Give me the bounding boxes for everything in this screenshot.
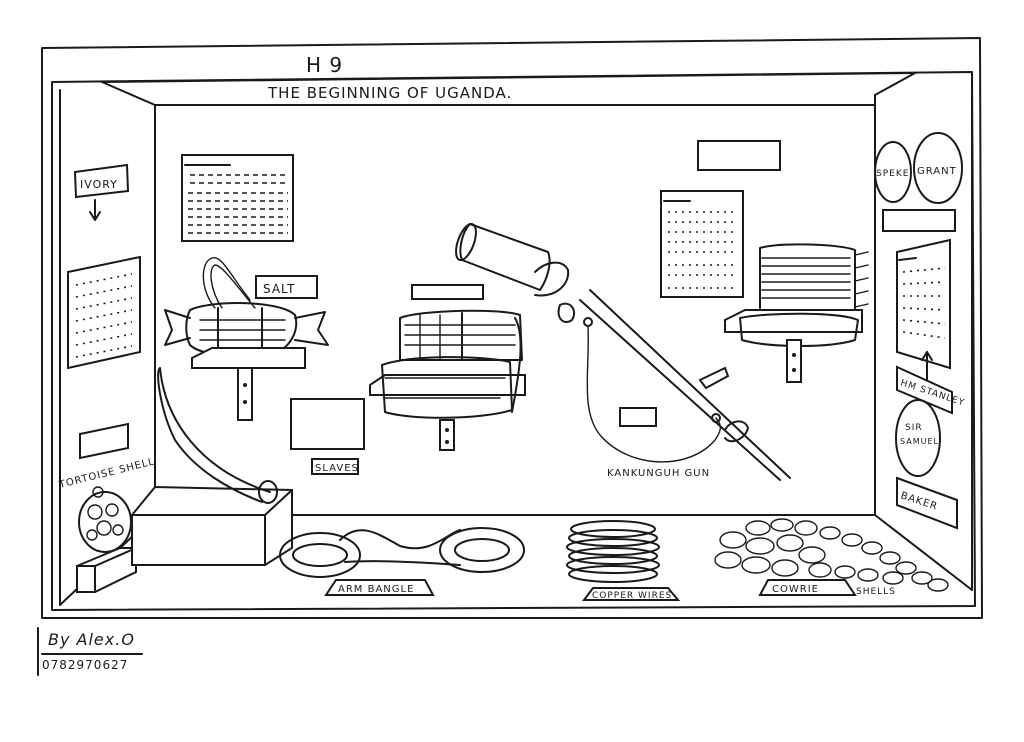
signature-block: By Alex.O 0782970627: [37, 627, 143, 676]
wall-poster-right: [660, 140, 781, 298]
salt-label: SALT: [263, 282, 295, 296]
kankunguh-gun-label: KANKUNGUH GUN: [607, 468, 710, 479]
author-phone: 0782970627: [42, 658, 128, 672]
slaves-exhibit: SLAVES: [290, 398, 365, 475]
portrait-speke: [874, 141, 912, 203]
tortoise-shell-label: TORTOISE SHELL: [57, 456, 156, 491]
svg-text:IVORY: IVORY: [80, 178, 118, 191]
ivory-label: IVORY: [73, 163, 130, 221]
exhibit-title: THE BEGINNING OF UGANDA.: [267, 84, 512, 102]
portrait-samuel-baker: [895, 399, 941, 477]
arm-bangle-label: ARM BANGLE: [338, 584, 414, 595]
samuel-label-2: SAMUEL: [900, 437, 939, 446]
right-wall-explorers: SPEKE GRANT HM STANLEY SIR SAMUEL BAKER: [874, 132, 966, 530]
barkcloth-exhibit-right: [724, 243, 869, 383]
samuel-label-1: SIR: [905, 423, 923, 433]
speke-label: SPEKE: [876, 169, 909, 179]
left-wall-poster: [67, 255, 141, 370]
portrait-grant: [913, 132, 963, 204]
cowrie-shell-exhibit: COWRIE SHELLS: [714, 518, 949, 597]
display-case-frame: [41, 37, 983, 619]
author-signature: By Alex.O: [48, 630, 135, 649]
copper-wire-label: COPPER WIRES: [592, 591, 672, 601]
wall-poster-left: [181, 154, 294, 242]
shells-label: SHELLS: [856, 587, 896, 597]
copper-wire-exhibit: COPPER WIRES: [566, 520, 681, 601]
salt-exhibit: SALT: [164, 257, 329, 421]
exhibit-code: H 9: [306, 53, 343, 77]
barkcloth-exhibit-center: [369, 284, 526, 451]
grant-label: GRANT: [917, 166, 957, 177]
ivory-tusk-exhibit: [131, 367, 293, 566]
cowrie-label: COWRIE: [772, 584, 819, 595]
slaves-label: SLAVES: [315, 463, 359, 474]
arm-bangle-exhibit: ARM BANGLE: [279, 527, 525, 596]
kankunguh-gun-exhibit: KANKUNGUH GUN: [455, 222, 791, 481]
